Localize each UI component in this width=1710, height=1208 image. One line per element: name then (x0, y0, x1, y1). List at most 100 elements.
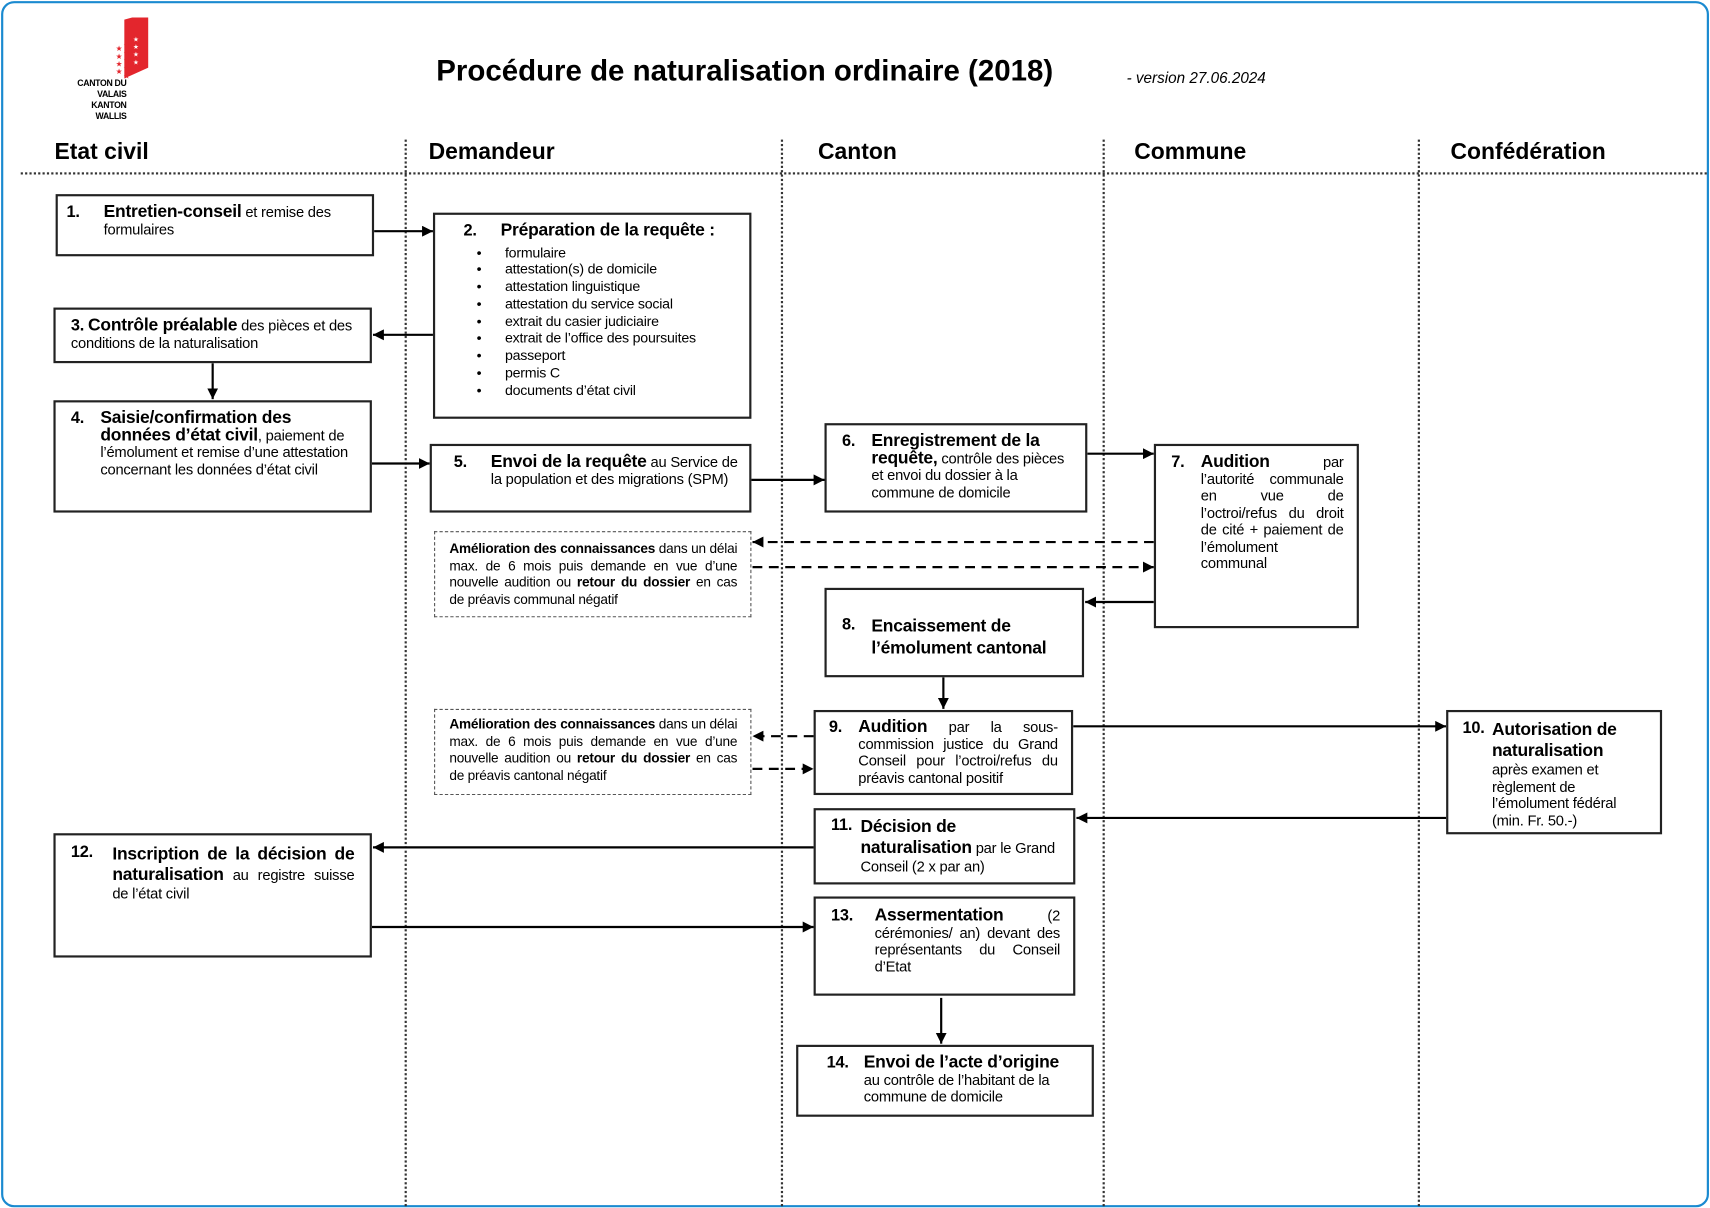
step-title: Contrôle préalable (87, 316, 238, 335)
header-divider (20, 172, 1707, 175)
note-text: en cas de préavis communal négatif (449, 574, 738, 607)
svg-text:★: ★ (133, 43, 139, 51)
version-label: - version 27.06.2024 (1126, 68, 1266, 87)
svg-text:★: ★ (133, 51, 139, 59)
page-title: Procédure de naturalisation ordinaire (2… (436, 54, 1054, 88)
lane-divider (1102, 139, 1105, 1207)
step-5-box: 5. Envoi de la requête au Service de la … (429, 443, 752, 513)
note-bold: Amélioration des connaissances (449, 716, 656, 732)
step-text: au Service de la population et des migra… (490, 453, 738, 487)
step-title: Autorisation de naturalisation (1491, 720, 1617, 761)
step-number: 9. (828, 717, 843, 737)
step-number: 6. (841, 431, 856, 451)
list-item: attestation du service social (477, 295, 741, 312)
list-item: permis C (477, 364, 741, 381)
note-bold: Amélioration des connaissances (449, 540, 656, 557)
step-4-box: 4. Saisie/confirmation des données d’éta… (53, 400, 372, 513)
step-text: , paiement de l’émolument et remise d’un… (100, 426, 348, 478)
logo-text: CANTON DU VALAIS KANTON WALLIS (59, 79, 127, 123)
svg-text:★: ★ (116, 44, 123, 53)
svg-text:★: ★ (123, 49, 130, 58)
column-header-confederation: Confédération (1450, 139, 1606, 165)
column-header-commune: Commune (1134, 139, 1247, 165)
note-bold: retour du dossier (576, 750, 691, 766)
step-2-box: 2. Préparation de la requête : formulair… (432, 212, 752, 419)
svg-text:★: ★ (133, 58, 139, 66)
step-number: 14. (826, 1053, 849, 1073)
list-item: documents d’état civil (477, 382, 741, 399)
list-item: extrait de l’office des poursuites (477, 330, 741, 347)
list-item: attestation linguistique (477, 278, 741, 295)
step-number: 10. (1462, 718, 1485, 738)
note-text: en cas de préavis cantonal négatif (449, 750, 738, 783)
logo-line-2: KANTON WALLIS (91, 100, 127, 122)
step-11-box: 11. Décision de naturalisation par le Gr… (813, 808, 1076, 885)
required-documents-list: formulaire attestation(s) de domicile at… (444, 244, 741, 399)
step-title: Envoi de la requête (490, 452, 647, 472)
step-title: Audition (858, 717, 928, 737)
step-title: Envoi de l’acte d’origine (863, 1053, 1060, 1073)
step-title: Audition (1200, 452, 1270, 472)
list-item: passeport (477, 347, 741, 364)
step-title: Entretien-conseil (103, 202, 242, 222)
step-text: par l’autorité communale en vue de l’oct… (1200, 453, 1344, 572)
cantonal-improvement-note: Amélioration des connaissances dans un d… (434, 708, 752, 796)
svg-text:★: ★ (123, 64, 130, 73)
step-text: des pièces et des conditions de la natur… (70, 317, 353, 351)
step-number: 1. (66, 202, 80, 222)
column-header-canton: Canton (817, 139, 897, 165)
step-text: par la sous-commission justice du Grand … (858, 718, 1058, 786)
step-number: 13. (831, 906, 854, 925)
step-8-box: 8. Encaissement de l’émolument cantonal (824, 587, 1085, 678)
step-number: 7. (1171, 452, 1185, 472)
note-text: dans un délai max. de 6 mois puis demand… (449, 540, 738, 591)
step-6-box: 6. Enregistrement de la requête, contrôl… (824, 423, 1088, 513)
step-title: Décision de naturalisation (860, 817, 972, 858)
column-header-etat-civil: Etat civil (54, 139, 149, 165)
logo-line-1: CANTON DU VALAIS (77, 78, 127, 100)
lane-divider (404, 139, 407, 1207)
list-item: formulaire (477, 244, 741, 261)
svg-text:★: ★ (116, 52, 123, 61)
canton-valais-logo: ★★★★ ★★★★★ ★★★★ (116, 17, 149, 81)
step-number: 8. (841, 615, 856, 634)
step-title: Encaissement de l’émolument cantonal (871, 617, 1047, 658)
step-text: après examen et règlement de l’émolument… (1491, 761, 1617, 829)
step-13-box: 13. Assermentation (2 cérémonies/ an) de… (813, 896, 1076, 996)
step-number: 2. (463, 221, 477, 240)
column-header-demandeur: Demandeur (428, 139, 555, 165)
step-text: par le Grand Conseil (2 x par an) (860, 839, 1055, 875)
step-text: (2 cérémonies/ an) devant des représenta… (874, 907, 1061, 975)
step-number: 5. (453, 452, 467, 472)
step-number: 11. (831, 815, 853, 835)
lane-divider (1417, 139, 1420, 1207)
svg-text:★: ★ (123, 56, 130, 65)
step-9-box: 9. Audition par la sous-commission justi… (813, 709, 1074, 796)
step-text: au contrôle de l’habitant de la commune … (863, 1071, 1050, 1105)
svg-text:★: ★ (116, 67, 123, 76)
svg-text:★: ★ (133, 35, 139, 43)
step-1-box: 1. Entretien-conseil et remise des formu… (55, 194, 375, 257)
step-title: Préparation de la requête : (500, 221, 715, 240)
step-title: Enregistrement de la requête, (871, 431, 1040, 468)
step-title: Assermentation (874, 906, 1004, 925)
list-item: extrait du casier judiciaire (477, 313, 741, 330)
step-7-box: 7. Audition par l’autorité communale en … (1153, 443, 1359, 629)
svg-text:★: ★ (123, 41, 130, 50)
list-item: attestation(s) de domicile (477, 261, 741, 278)
note-text: dans un délai max. de 6 mois puis demand… (449, 716, 738, 766)
communal-improvement-note: Amélioration des connaissances dans un d… (434, 531, 752, 618)
svg-text:★: ★ (123, 72, 130, 81)
step-number: 12. (70, 843, 93, 862)
step-title: Saisie/confirmation des données d’état c… (100, 408, 292, 445)
step-number: 3. (70, 316, 85, 335)
lane-divider (780, 139, 784, 1207)
step-12-box: 12. Inscription de la décision de natura… (53, 833, 372, 958)
step-title: Inscription de la décision de naturalisa… (112, 845, 355, 885)
step-number: 4. (70, 408, 85, 428)
